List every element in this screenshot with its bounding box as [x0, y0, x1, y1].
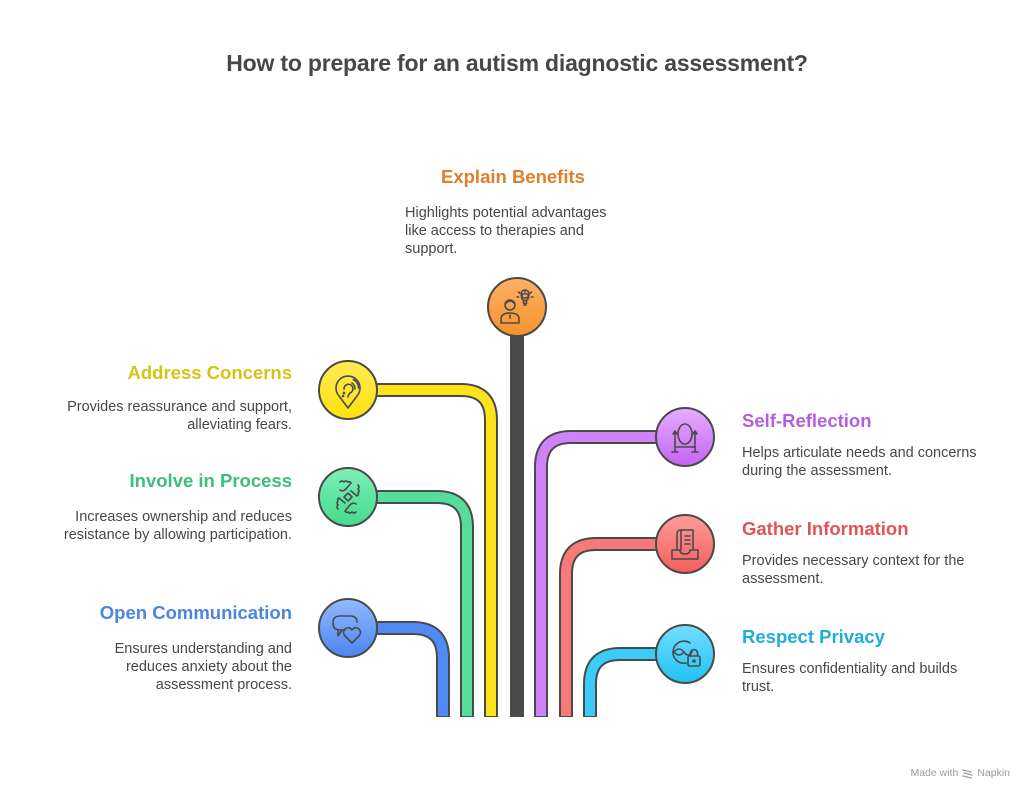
privacy-lock-icon	[672, 640, 701, 667]
step-label-open-communication: Open Communication	[99, 602, 292, 623]
made-with-label: Made with	[910, 767, 959, 779]
made-with-napkin-badge[interactable]: Made with Napkin	[910, 767, 1010, 779]
step-label-self-reflection: Self-Reflection	[742, 410, 872, 431]
pipe-gather-information	[559, 537, 657, 717]
step-desc-gather-information: Provides necessary context for the asses…	[742, 553, 965, 587]
standing-mirror-icon	[671, 423, 699, 453]
speech-bubble-heart-icon	[332, 615, 362, 644]
napkin-brand-label: Napkin	[977, 767, 1010, 779]
person-lightbulb-icon	[500, 289, 534, 324]
pipe-open-communication	[376, 621, 450, 717]
pipe-respect-privacy	[583, 647, 657, 717]
node-open-communication[interactable]	[318, 598, 378, 658]
step-label-respect-privacy: Respect Privacy	[742, 626, 885, 647]
step-desc-self-reflection: Helps articulate needs and concerns duri…	[742, 445, 977, 479]
ear-location-pin-icon	[335, 375, 361, 409]
node-explain-benefits[interactable]	[487, 277, 547, 337]
step-desc-address-concerns: Provides reassurance and support, allevi…	[67, 399, 292, 433]
node-address-concerns[interactable]	[318, 360, 378, 420]
step-label-gather-information: Gather Information	[742, 518, 909, 539]
page-title: How to prepare for an autism diagnostic …	[226, 50, 808, 76]
pipe-address-concerns	[376, 383, 498, 717]
step-desc-explain-benefits: Highlights potential advantages like acc…	[405, 205, 607, 257]
document-inbox-icon	[671, 529, 699, 560]
pipe-involve-in-process	[376, 490, 474, 717]
step-desc-open-communication: Ensures understanding and reduces anxiet…	[114, 641, 292, 693]
napkin-logo-icon	[962, 768, 974, 779]
step-label-involve-in-process: Involve in Process	[129, 470, 292, 491]
step-desc-respect-privacy: Ensures confidentiality and builds trust…	[742, 661, 958, 695]
node-gather-information[interactable]	[655, 514, 715, 574]
joined-hands-icon	[336, 480, 360, 514]
pipe-self-reflection	[534, 430, 657, 717]
step-label-explain-benefits: Explain Benefits	[441, 166, 585, 187]
step-label-address-concerns: Address Concerns	[127, 362, 293, 383]
node-self-reflection[interactable]	[655, 407, 715, 467]
step-desc-involve-in-process: Increases ownership and reduces resistan…	[63, 509, 292, 543]
node-respect-privacy[interactable]	[655, 624, 715, 684]
node-involve-in-process[interactable]	[318, 467, 378, 527]
